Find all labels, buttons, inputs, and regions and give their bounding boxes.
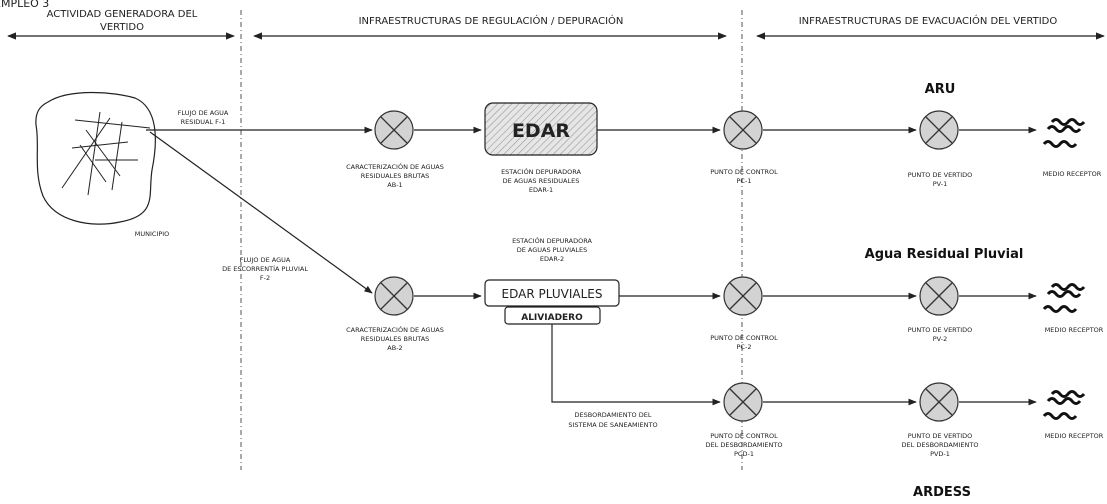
- medio-receptor-1-waves-icon: [1042, 118, 1086, 148]
- ab2-line1: CARACTERIZACIÓN DE AGUAS: [346, 325, 444, 334]
- ab2-line3: AB-2: [387, 344, 402, 352]
- pc1-node-icon: [723, 110, 763, 150]
- header-middle: INFRAESTRUCTURAS DE REGULACIÓN / DEPURAC…: [359, 14, 624, 27]
- medio-receptor-3-waves-icon: [1042, 390, 1086, 420]
- pc1-line1: PUNTO DE CONTROL: [710, 168, 778, 176]
- connector-municipio-ab2: [149, 131, 373, 294]
- edar1-caption-line1: ESTACIÓN DEPURADORA: [501, 167, 581, 176]
- pvd1-node-icon: [919, 382, 959, 422]
- header-left-line1: ACTIVIDAD GENERADORA DEL: [47, 9, 198, 20]
- header-right: INFRAESTRUCTURAS DE EVACUACIÓN DEL VERTI…: [799, 14, 1058, 27]
- pcd1-line1: PUNTO DE CONTROL: [710, 432, 778, 440]
- pv2-line1: PUNTO DE VERTIDO: [908, 326, 972, 334]
- ab1-line1: CARACTERIZACIÓN DE AGUAS: [346, 162, 444, 171]
- pv1-line1: PUNTO DE VERTIDO: [908, 171, 972, 179]
- municipio-scribbles: [61, 111, 151, 196]
- municipio-blob: [35, 91, 156, 225]
- medio-receptor-3-label: MEDIO RECEPTOR: [1045, 432, 1104, 440]
- row2-title: Agua Residual Pluvial: [865, 247, 1024, 262]
- overflow-line2: SISTEMA DE SANEAMIENTO: [568, 421, 657, 429]
- edar1-caption-line3: EDAR-1: [529, 186, 553, 194]
- municipio-label: MUNICIPIO: [135, 230, 170, 238]
- ab2-node-icon: [374, 276, 414, 316]
- edar2-caption-line2: DE AGUAS PLUVIALES: [517, 246, 588, 254]
- corner-label: EMPLEO 3: [0, 0, 49, 10]
- edar1-box-label: EDAR: [512, 120, 570, 142]
- edar1-box: [484, 102, 598, 156]
- flow-f2-line2: DE ESCORRENTÍA PLUVIAL: [222, 264, 308, 273]
- pcd1-line2: DEL DESBORDAMIENTO: [706, 441, 783, 449]
- edar2-caption-line1: ESTACIÓN DEPURADORA: [512, 236, 592, 245]
- pv2-node-icon: [919, 276, 959, 316]
- edar1-caption-line2: DE AGUAS RESIDUALES: [503, 177, 580, 185]
- medio-receptor-1-label: MEDIO RECEPTOR: [1043, 170, 1102, 178]
- ab1-line2: RESIDUALES BRUTAS: [361, 172, 430, 180]
- row3-title: ARDESS: [913, 485, 971, 500]
- flow-f2-line3: F-2: [260, 274, 270, 282]
- connector-aliviadero-pcd1: [551, 324, 721, 406]
- flow-f2-line1: FLUJO DE AGUA: [240, 256, 291, 264]
- pcd1-line3: PCD-1: [734, 450, 754, 458]
- edar2-caption-line3: EDAR-2: [540, 255, 564, 263]
- medio-receptor-2-label: MEDIO RECEPTOR: [1045, 326, 1104, 334]
- pc2-line2: PC-2: [737, 343, 752, 351]
- flow-f1-line2: RESIDUAL F-1: [181, 118, 226, 126]
- edar2-box-label: EDAR PLUVIALES: [502, 287, 603, 301]
- ab1-line3: AB-1: [387, 181, 402, 189]
- overflow-line1: DESBORDAMIENTO DEL: [575, 411, 652, 419]
- pvd1-line1: PUNTO DE VERTIDO: [908, 432, 972, 440]
- ab2-line2: RESIDUALES BRUTAS: [361, 335, 430, 343]
- pv2-line2: PV-2: [933, 335, 947, 343]
- row1-title: ARU: [925, 82, 956, 97]
- pvd1-line2: DEL DESBORDAMIENTO: [902, 441, 979, 449]
- header-left-line2: VERTIDO: [100, 22, 144, 33]
- edar2-box: [484, 279, 620, 307]
- pcd1-node-icon: [723, 382, 763, 422]
- flow-f1-line1: FLUJO DE AGUA: [178, 109, 229, 117]
- pv1-line2: PV-1: [933, 180, 947, 188]
- pc2-line1: PUNTO DE CONTROL: [710, 334, 778, 342]
- medio-receptor-2-waves-icon: [1042, 283, 1086, 313]
- pc2-node-icon: [723, 276, 763, 316]
- pc1-line2: PC-1: [737, 177, 752, 185]
- pvd1-line3: PVD-1: [930, 450, 950, 458]
- aliviadero-label: ALIVIADERO: [521, 313, 583, 323]
- ab1-node-icon: [374, 110, 414, 150]
- pv1-node-icon: [919, 110, 959, 150]
